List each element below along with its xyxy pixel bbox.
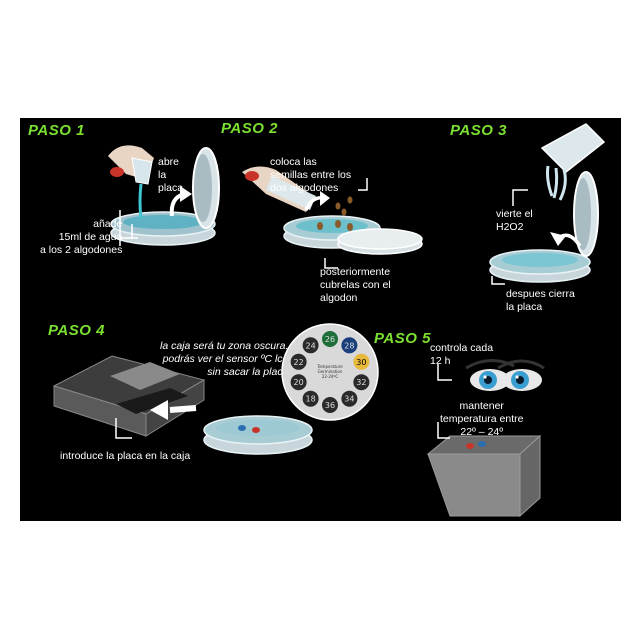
sensor-dot: [322, 397, 338, 413]
step-1-title: PASO 1: [28, 122, 85, 139]
step-5-title: PASO 5: [374, 330, 431, 347]
sensor-dot-number: 28: [344, 341, 354, 350]
step-2-title: PASO 2: [221, 120, 278, 137]
step-3-pour-label: vierte el H2O2: [496, 208, 533, 233]
sensor-dot-number: 26: [325, 335, 335, 344]
sensor-center-line-3: 22-24ºC: [322, 374, 339, 379]
sensor-center-line-1: Temperature: [316, 364, 343, 369]
step-2-cover-label: posteriormente cubrelas con el algodon: [320, 266, 391, 304]
sensor-center-line-2: Germination: [318, 369, 343, 374]
step-3-illustration: [489, 123, 606, 285]
sensor-dot-number: 32: [356, 378, 366, 387]
sensor-dot: [341, 337, 358, 354]
step-1-add-water-label: añade 15ml de agua a los 2 algodones: [40, 218, 123, 256]
step-1-open-label: abre la placa: [158, 156, 184, 194]
step-4-title: PASO 4: [48, 322, 105, 339]
sensor-dot: [322, 331, 338, 347]
step-3-title: PASO 3: [450, 122, 507, 139]
sensor-dot-number: 24: [306, 341, 316, 350]
sensor-dot: [302, 337, 319, 354]
sensor-dot: [353, 374, 370, 391]
sensor-dot-number: 34: [344, 395, 354, 404]
sensor-dot: [341, 390, 358, 407]
step-4-insert-label: introduce la placa en la caja: [60, 450, 191, 462]
sensor-dot-number: 20: [294, 378, 304, 387]
step-4-dark-zone-label: la caja será tu zona oscura. podrás ver …: [160, 340, 289, 378]
sensor-dot-number: 22: [294, 358, 304, 367]
sensor-dot: [290, 353, 307, 370]
instruction-panel: PASO 1 abre la placa añade 15ml de agua …: [20, 118, 621, 521]
step-2-place-seeds-label: coloca las semillas entre los dos algodo…: [270, 156, 352, 194]
sensor-dot-number: 36: [325, 401, 335, 410]
step-5-illustration: [426, 359, 545, 518]
step-5-check-label: controla cada 12 h: [430, 342, 494, 367]
sensor-dot-number: 30: [356, 358, 366, 367]
sensor-dot: [353, 353, 370, 370]
step-3-close-label: despues cierra la placa: [506, 288, 575, 313]
sensor-dot: [302, 390, 319, 407]
step-2-illustration: [242, 166, 423, 269]
sensor-dot-number: 18: [306, 395, 316, 404]
step-4-illustration: [52, 355, 313, 455]
step-5-temperature-label: mantener temperatura entre 22º – 24º: [440, 400, 524, 438]
sensor-dot: [290, 374, 307, 391]
step-1-illustration: [108, 145, 220, 246]
